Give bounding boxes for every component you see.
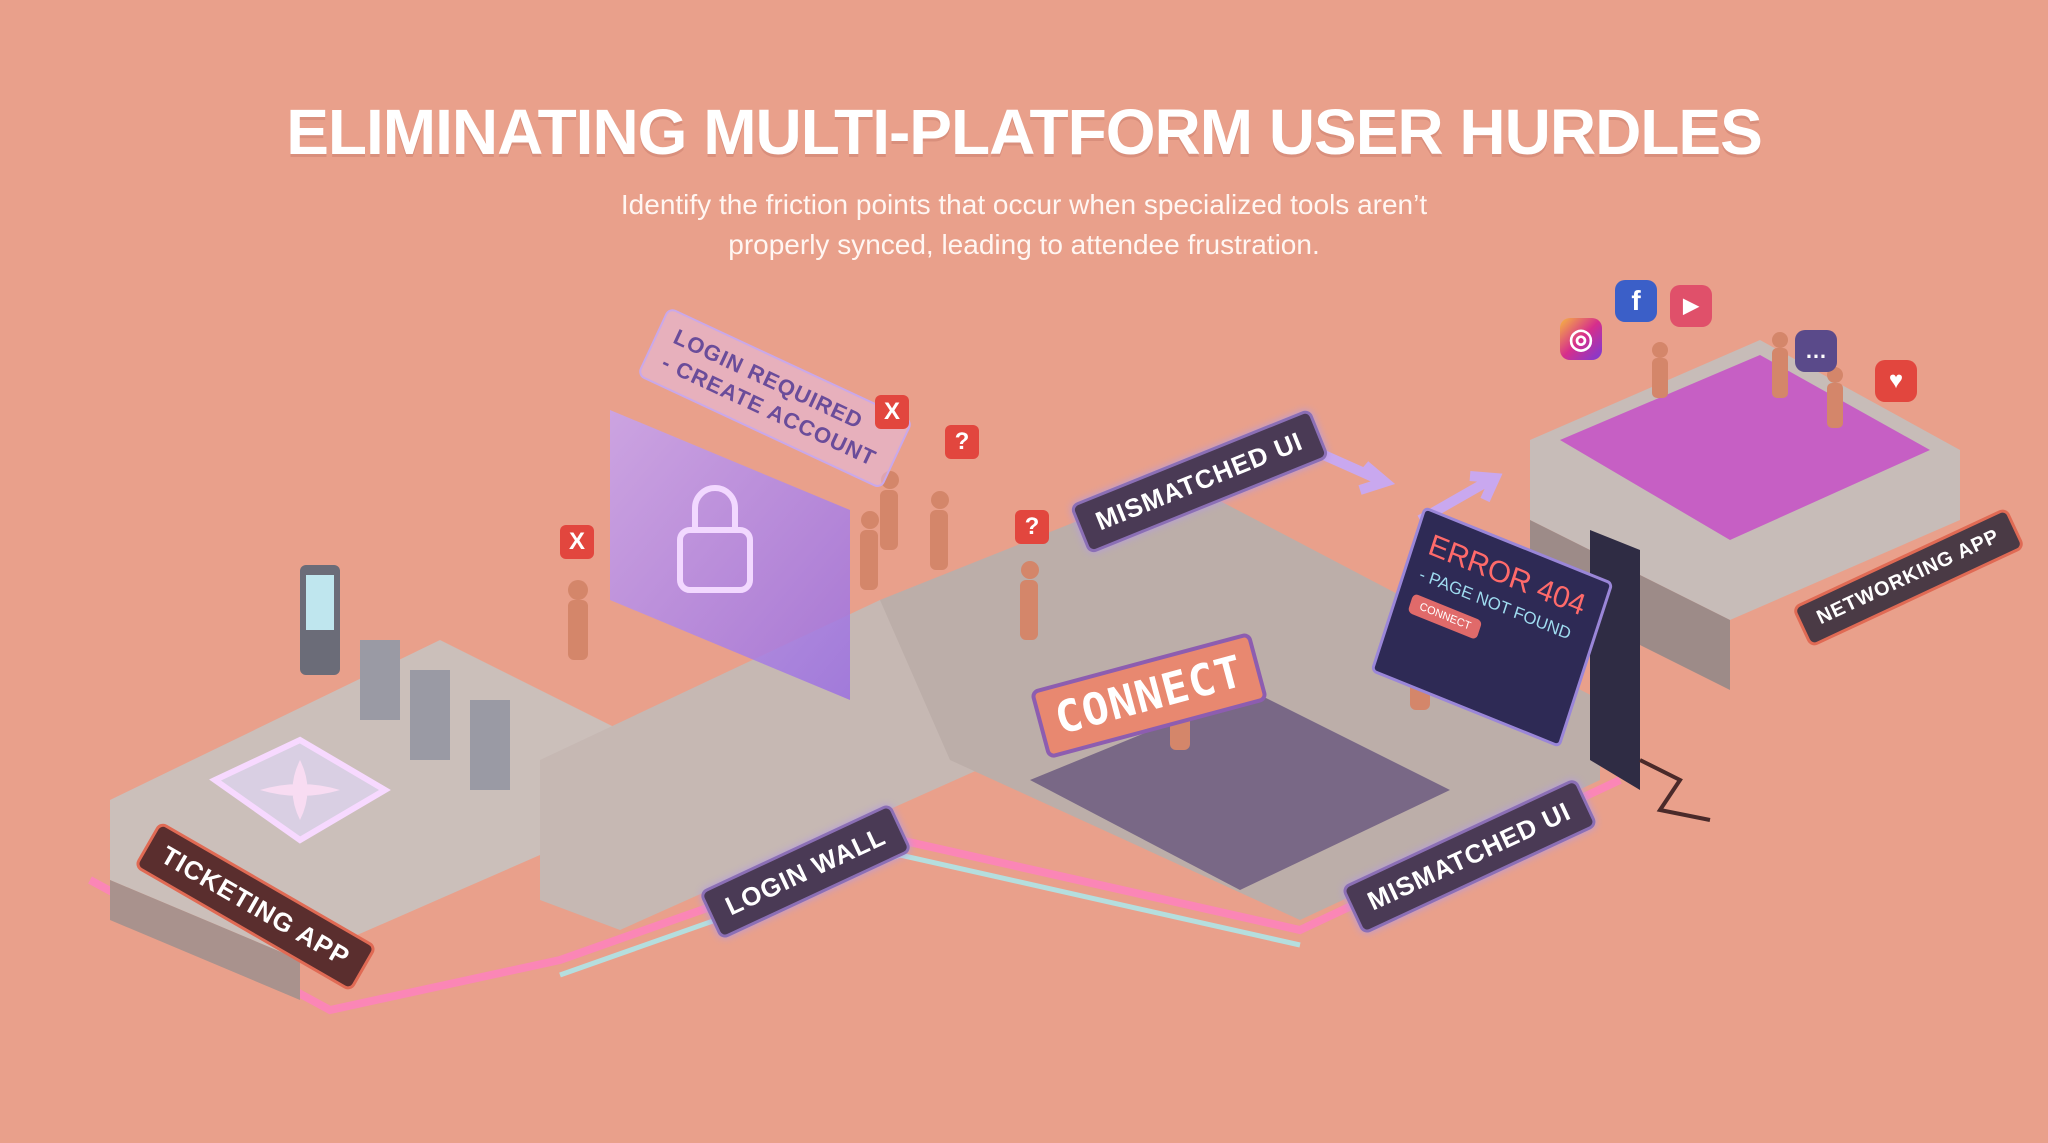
ground-crack	[1639, 758, 1711, 822]
instagram-icon: ◎	[1560, 318, 1602, 360]
subtitle-line: properly synced, leading to attendee fru…	[728, 229, 1320, 260]
flower-logo-icon	[260, 760, 340, 820]
error-x-icon: X	[875, 395, 909, 429]
lock-icon	[677, 527, 753, 593]
broken-code-gap	[1590, 530, 1640, 790]
page-subtitle: Identify the friction points that occur …	[0, 185, 2048, 265]
login-wall	[610, 410, 850, 700]
login-platform	[540, 600, 1000, 930]
question-icon: ?	[1015, 510, 1049, 544]
mismatched-floor-tiles	[1030, 690, 1450, 890]
question-icon: ?	[945, 425, 979, 459]
page-title: ELIMINATING MULTI-PLATFORM USER HURDLES	[286, 96, 1763, 168]
qr-code-screen	[306, 575, 334, 630]
subtitle-line: Identify the friction points that occur …	[620, 189, 1428, 220]
youtube-icon: ▶	[1670, 285, 1712, 327]
turnstile	[410, 670, 450, 760]
chat-icon: …	[1795, 330, 1837, 372]
ticketing-platform-side	[110, 880, 300, 1000]
facebook-icon: f	[1615, 280, 1657, 322]
turnstile	[360, 640, 400, 720]
heart-icon: ♥	[1875, 360, 1917, 402]
turnstile	[470, 700, 510, 790]
lock-shackle	[692, 485, 738, 530]
error-x-icon: X	[560, 525, 594, 559]
